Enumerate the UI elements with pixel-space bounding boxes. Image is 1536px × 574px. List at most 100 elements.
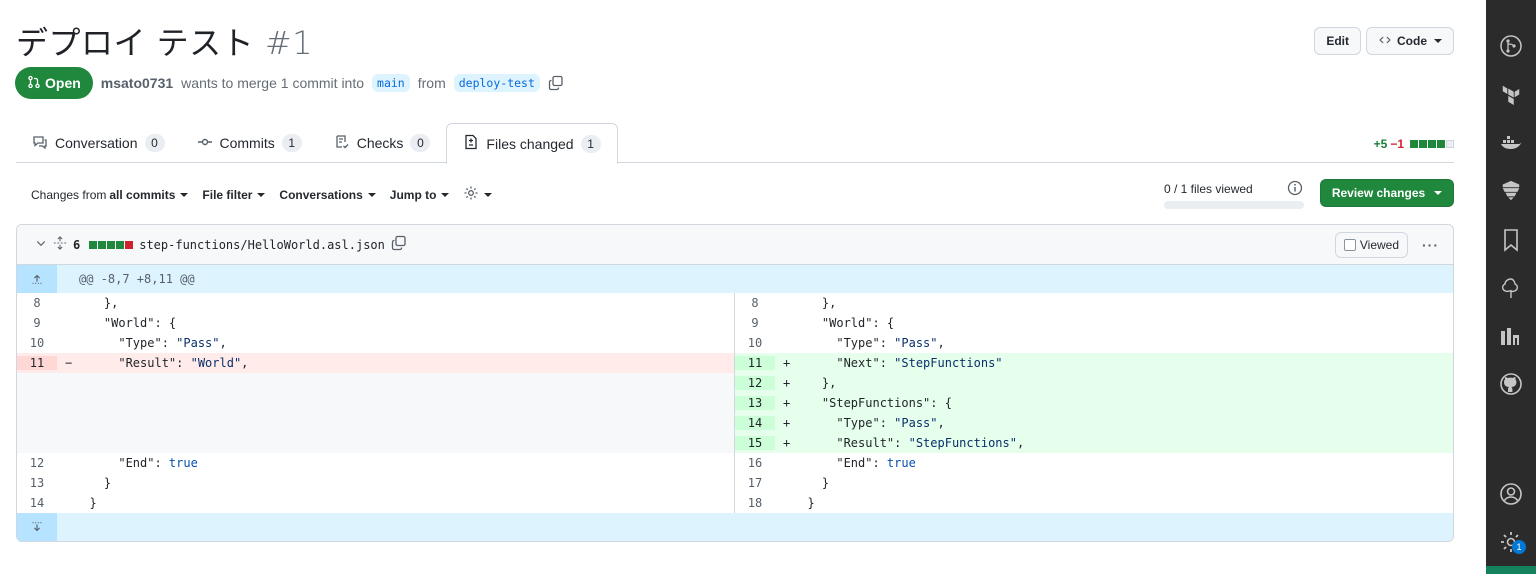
database-icon[interactable]	[1499, 324, 1523, 348]
files-viewed-progress: 0 / 1 files viewed	[1164, 182, 1304, 209]
code-text: }	[793, 476, 830, 490]
diffstat-block-add	[1428, 140, 1436, 148]
diff-settings-dropdown[interactable]	[463, 185, 493, 204]
line-number[interactable]: 13	[29, 476, 45, 490]
diff-line: 12+ },	[735, 373, 1453, 393]
code-button[interactable]: Code	[1366, 27, 1454, 55]
pr-author-link[interactable]: msato0731	[100, 75, 174, 91]
line-number[interactable]: 14	[29, 496, 45, 510]
diffstat-block-add	[116, 240, 125, 249]
line-number[interactable]: 18	[747, 496, 763, 510]
tab-commits[interactable]: Commits 1	[181, 123, 318, 163]
viewed-label: Viewed	[1359, 238, 1399, 252]
copy-icon[interactable]	[548, 75, 564, 91]
diff-marker: +	[783, 416, 791, 430]
tab-counter: 0	[410, 134, 431, 152]
line-number[interactable]: 9	[33, 316, 41, 330]
diff-line: 14+ "Type": "Pass",	[735, 413, 1453, 433]
expand-up-icon[interactable]	[17, 265, 57, 293]
diff-table: @@ -8,7 +8,11 @@ 8 },9 "World": {10 "Typ…	[17, 265, 1453, 541]
diff-line: 16 "End": true	[735, 453, 1453, 473]
file-filter-label: File filter	[202, 187, 253, 202]
pr-status-line: Open msato0731 wants to merge 1 commit i…	[15, 67, 564, 99]
hunk-expand-row	[17, 513, 1453, 541]
line-number[interactable]: 8	[33, 296, 41, 310]
jump-to-label: Jump to	[389, 187, 437, 202]
diffstat-block-add	[1437, 140, 1445, 148]
diffstat-block-add	[98, 240, 107, 249]
line-number[interactable]: 12	[735, 376, 775, 390]
file-filter-dropdown[interactable]: File filter	[202, 185, 266, 204]
header-actions: Edit Code	[1314, 27, 1454, 55]
diff-line: 14 }	[17, 493, 734, 513]
diff-left-side: 8 },9 "World": {10 "Type": "Pass",11− "R…	[17, 293, 735, 513]
terraform-icon[interactable]	[1499, 82, 1523, 106]
docker-icon[interactable]	[1499, 130, 1523, 154]
code-text: }	[75, 476, 112, 490]
code-text: "Next": "StepFunctions"	[793, 356, 1003, 370]
line-number[interactable]: 15	[735, 436, 775, 450]
tab-label: Files changed	[486, 135, 574, 152]
bookmark-icon[interactable]	[1499, 228, 1523, 252]
github-icon[interactable]	[1499, 372, 1523, 396]
line-number[interactable]: 16	[747, 456, 763, 470]
code-text: "Result": "StepFunctions",	[793, 436, 1025, 450]
diff-line	[17, 393, 734, 413]
file-path-link[interactable]: step-functions/HelloWorld.asl.json	[139, 237, 385, 252]
tab-conversation[interactable]: Conversation 0	[16, 123, 181, 163]
edit-button[interactable]: Edit	[1314, 27, 1361, 55]
diff-line	[17, 373, 734, 393]
viewed-checkbox-button[interactable]: Viewed	[1334, 232, 1408, 258]
line-number[interactable]: 12	[29, 456, 45, 470]
line-number[interactable]: 8	[751, 296, 759, 310]
line-number[interactable]: 10	[29, 336, 45, 350]
tab-files-changed[interactable]: Files changed 1	[446, 123, 618, 164]
code-text: "Type": "Pass",	[793, 336, 945, 350]
review-changes-button[interactable]: Review changes	[1320, 179, 1454, 207]
jump-to-dropdown[interactable]: Jump to	[390, 185, 450, 204]
line-number[interactable]: 13	[735, 396, 775, 410]
code-text: }	[793, 496, 815, 510]
chevron-down-icon[interactable]	[35, 237, 47, 252]
viewed-checkbox[interactable]	[1343, 239, 1356, 251]
changes-from-value: all commits	[109, 187, 176, 202]
hunk-header: @@ -8,7 +8,11 @@	[79, 272, 195, 286]
head-branch[interactable]: deploy-test	[453, 74, 540, 92]
conversations-dropdown[interactable]: Conversations	[279, 185, 376, 204]
diff-line: 8 },	[735, 293, 1453, 313]
diffstat-block-add	[89, 240, 98, 249]
diff-line: 11+ "Next": "StepFunctions"	[735, 353, 1453, 373]
code-text: },	[75, 296, 119, 310]
tab-checks[interactable]: Checks 0	[318, 123, 447, 163]
file-diff: 6 step-functions/HelloWorld.asl.json Vie…	[16, 224, 1454, 542]
copy-icon[interactable]	[391, 235, 407, 254]
review-changes-label: Review changes	[1331, 186, 1426, 200]
status-badge: Open	[15, 67, 93, 99]
source-control-icon[interactable]	[1499, 34, 1523, 58]
line-number[interactable]: 11	[17, 356, 57, 370]
changes-from-dropdown[interactable]: Changes from all commits	[31, 185, 189, 204]
aws-icon[interactable]	[1499, 178, 1523, 202]
checklist-icon	[334, 134, 350, 153]
base-branch[interactable]: main	[372, 74, 410, 92]
line-number[interactable]: 17	[747, 476, 763, 490]
line-number[interactable]: 11	[735, 356, 775, 370]
github-pr-page: デプロイ テスト #1 Edit Code Open msato0731 wan…	[15, 18, 1454, 542]
status-bar-strip	[1486, 566, 1536, 574]
tab-counter: 0	[144, 134, 165, 152]
diff-line: 15+ "Result": "StepFunctions",	[735, 433, 1453, 453]
line-number[interactable]: 14	[735, 416, 775, 430]
page-title: デプロイ テスト #1	[16, 18, 313, 64]
line-number[interactable]: 10	[747, 336, 763, 350]
diff-marker: +	[783, 396, 791, 410]
account-icon[interactable]	[1499, 482, 1523, 506]
files-viewed-text: 0 / 1 files viewed	[1164, 182, 1253, 196]
unfold-icon[interactable]	[53, 236, 67, 253]
info-icon[interactable]	[1287, 180, 1303, 201]
expand-down-icon[interactable]	[17, 513, 57, 541]
line-number[interactable]: 9	[751, 316, 759, 330]
tree-icon[interactable]	[1499, 276, 1523, 300]
kebab-menu-icon[interactable]: ···	[1422, 237, 1439, 253]
commit-icon	[197, 134, 213, 153]
diff-line: 17 }	[735, 473, 1453, 493]
